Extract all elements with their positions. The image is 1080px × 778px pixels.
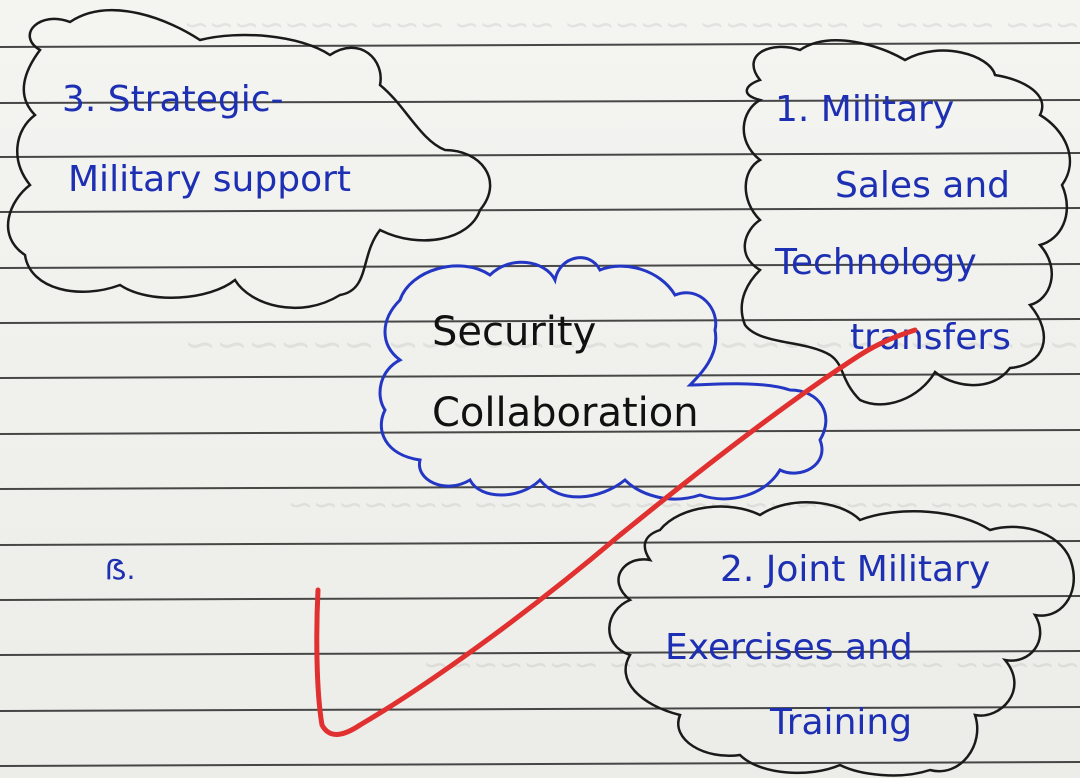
joint-exercises-line2: Exercises and: [665, 627, 913, 668]
cloud-outline-military-sales: [740, 39, 1072, 406]
cloud-outline-joint-exercises: [608, 501, 1075, 777]
stray-mark: ẞ.: [105, 553, 136, 586]
military-sales-line3: Technology: [775, 242, 977, 283]
strategic-support-line1: 3. Strategic-: [62, 79, 284, 120]
cloud-outline-strategic: [6, 8, 492, 310]
cloud-outline-security: [378, 256, 828, 501]
center-title-line1: Security: [432, 309, 597, 355]
joint-exercises-line1: 2. Joint Military: [720, 549, 991, 590]
joint-exercises-line3: Training: [770, 702, 913, 743]
strategic-support-line2: Military support: [68, 159, 352, 200]
military-sales-line1: 1. Military: [775, 89, 955, 130]
military-sales-line4: transfers: [850, 317, 1011, 358]
center-title-line2: Collaboration: [432, 390, 699, 436]
military-sales-line2: Sales and: [835, 165, 1010, 206]
